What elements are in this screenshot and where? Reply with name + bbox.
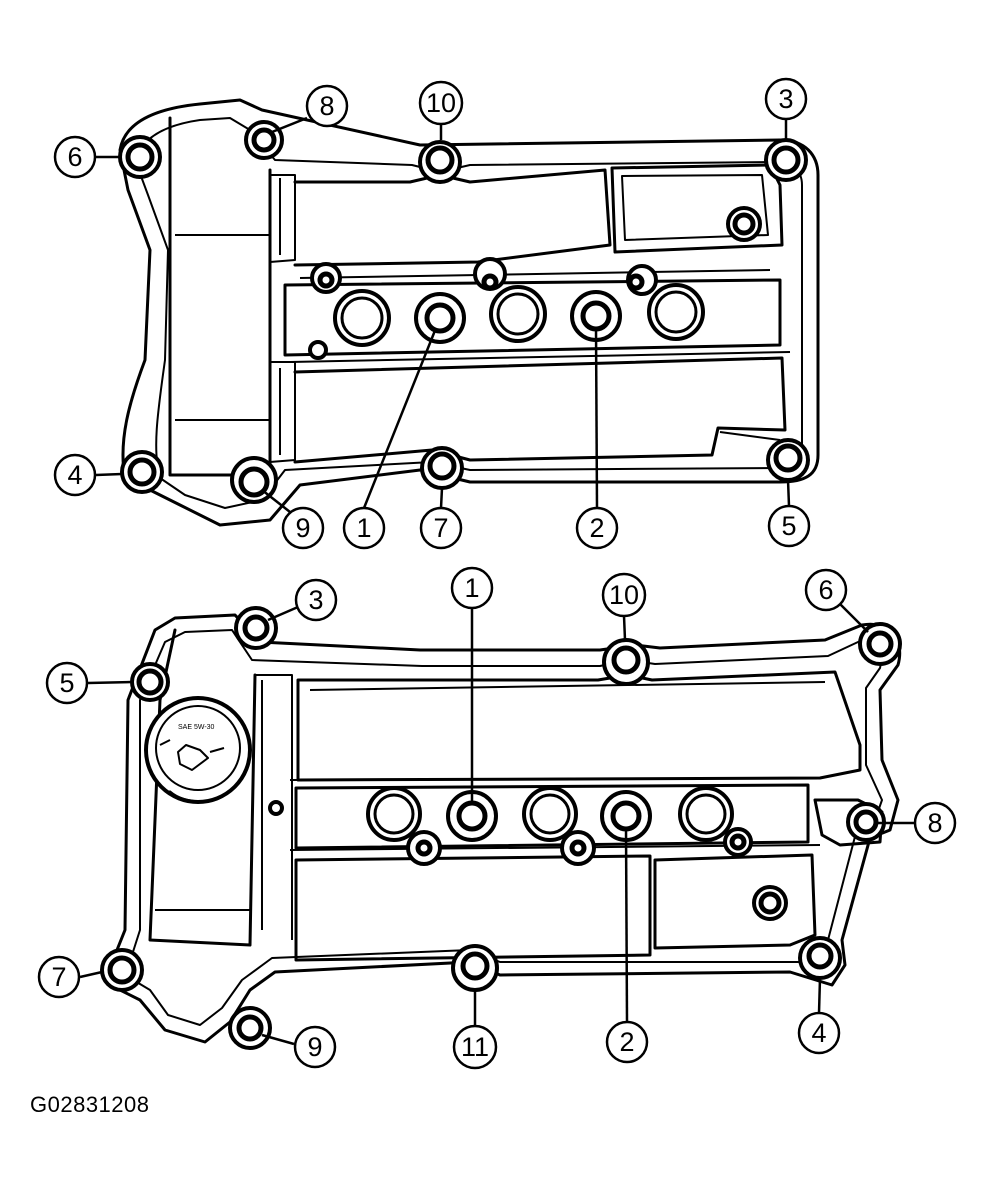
bottom-callout-6: 6 [804, 568, 848, 612]
svg-text:4: 4 [811, 1018, 826, 1048]
svg-text:7: 7 [433, 513, 448, 543]
svg-text:1: 1 [356, 513, 371, 543]
svg-text:SAE 5W-30: SAE 5W-30 [178, 724, 215, 731]
svg-text:9: 9 [295, 513, 310, 543]
bottom-callout-9: 9 [293, 1025, 337, 1069]
bottom-callout-11: 11 [452, 1024, 498, 1070]
top-callout-9: 9 [281, 506, 325, 550]
top-callout-2: 2 [575, 506, 619, 550]
svg-text:5: 5 [781, 511, 796, 541]
bottom-callout-2: 2 [605, 1020, 649, 1064]
top-cover-callouts: 1 2 3 4 5 6 7 8 9 10 [53, 77, 811, 550]
top-callout-5: 5 [767, 504, 811, 548]
svg-text:8: 8 [927, 808, 942, 838]
svg-text:6: 6 [818, 575, 833, 605]
bottom-callout-5: 5 [45, 661, 89, 705]
top-callout-6: 6 [53, 135, 97, 179]
top-callout-4: 4 [53, 453, 97, 497]
top-callout-7: 7 [419, 506, 463, 550]
svg-text:5: 5 [59, 668, 74, 698]
bottom-callout-8: 8 [913, 801, 957, 845]
bottom-callout-10: 10 [601, 572, 647, 618]
bottom-valve-cover: SAE 5W-30 [100, 606, 902, 1050]
svg-text:7: 7 [51, 962, 66, 992]
top-callout-1: 1 [342, 506, 386, 550]
bottom-callout-3: 3 [294, 578, 338, 622]
svg-text:6: 6 [67, 142, 82, 172]
top-valve-cover [118, 98, 820, 527]
bottom-callout-4: 4 [797, 1011, 841, 1055]
svg-text:9: 9 [307, 1032, 322, 1062]
svg-text:3: 3 [308, 585, 323, 615]
svg-text:10: 10 [426, 88, 456, 118]
top-callout-8: 8 [305, 84, 349, 128]
top-callout-3: 3 [764, 77, 808, 121]
svg-text:10: 10 [609, 580, 639, 610]
svg-text:2: 2 [589, 513, 604, 543]
bottom-callout-1: 1 [450, 566, 494, 610]
svg-text:3: 3 [778, 84, 793, 114]
leader-lines [79, 116, 914, 1046]
top-callout-10: 10 [418, 80, 464, 126]
figure-code: G02831208 [30, 1092, 150, 1117]
svg-text:1: 1 [464, 573, 479, 603]
svg-text:8: 8 [319, 91, 334, 121]
svg-text:2: 2 [619, 1027, 634, 1057]
bottom-callout-7: 7 [37, 955, 81, 999]
svg-text:11: 11 [461, 1032, 489, 1062]
bottom-cover-callouts: 1 2 3 4 5 6 7 8 9 10 11 [37, 566, 957, 1070]
svg-text:4: 4 [67, 460, 82, 490]
